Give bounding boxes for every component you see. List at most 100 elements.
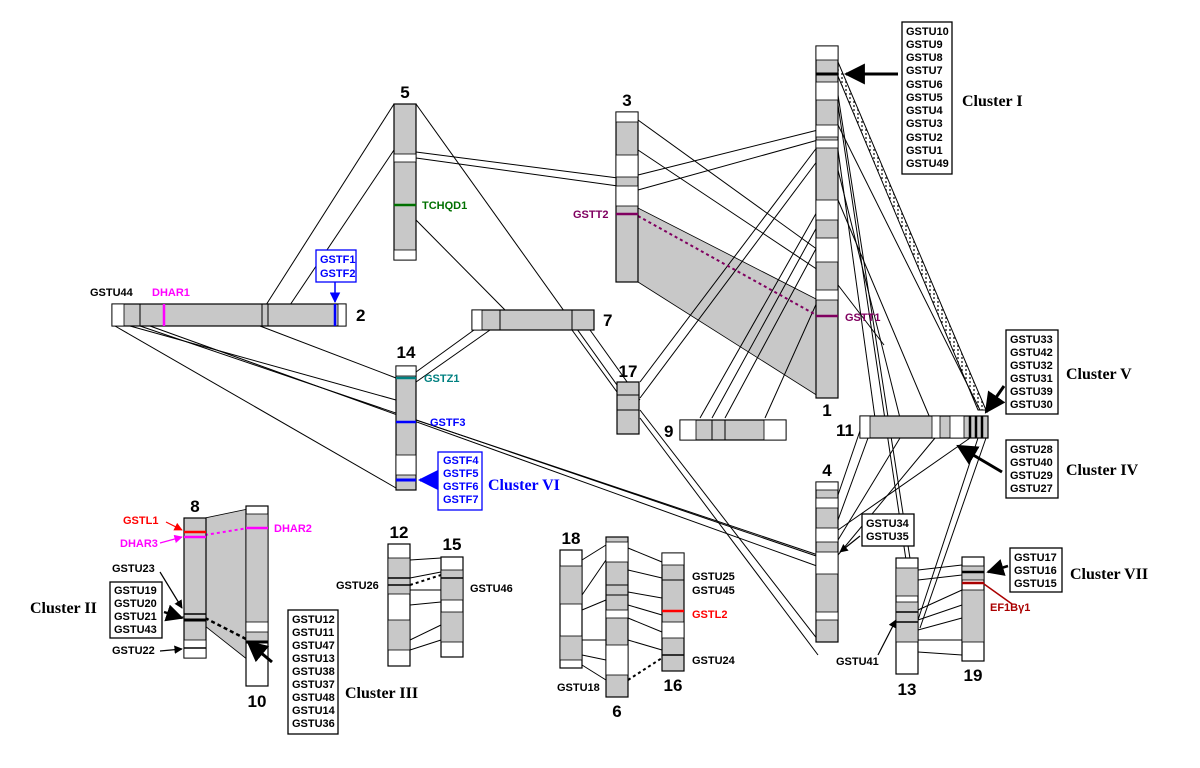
gene-dhar1: DHAR1 xyxy=(152,287,190,299)
gene-gstf3: GSTF3 xyxy=(430,417,465,429)
chr-label-13: 13 xyxy=(898,680,917,699)
cluster3-item-1: GSTU11 xyxy=(292,627,334,639)
box-gstf4567: GSTF4 GSTF5 GSTF6 GSTF7 xyxy=(437,451,483,511)
chromosome-17 xyxy=(616,381,640,435)
cluster1-item-6: GSTU4 xyxy=(906,105,944,117)
box-cluster1: GSTU10 GSTU9 GSTU8 GSTU7 GSTU6 GSTU5 GST… xyxy=(901,21,953,175)
cluster3-item-4: GSTU38 xyxy=(292,666,335,678)
cluster1-item-4: GSTU6 xyxy=(906,79,943,91)
cluster-titles: Cluster I Cluster V Cluster IV Cluster V… xyxy=(30,93,1148,702)
chromosome-2 xyxy=(111,303,347,327)
chromosome-3 xyxy=(615,111,639,283)
gene-gstu26: GSTU26 xyxy=(336,580,379,592)
gstu3435-item-1: GSTU35 xyxy=(866,531,909,543)
cluster5-item-3: GSTU31 xyxy=(1010,373,1053,385)
chromosome-18 xyxy=(559,549,583,669)
gene-gstu22: GSTU22 xyxy=(112,645,155,657)
box-gstu3435: GSTU34 GSTU35 xyxy=(861,513,915,547)
box-gstf12: GSTF1 GSTF2 xyxy=(315,249,357,283)
box-gstf4567-item-2: GSTF6 xyxy=(443,481,478,493)
cluster-2-title: Cluster II xyxy=(30,600,97,617)
chr-label-4: 4 xyxy=(822,461,832,480)
cluster1-item-2: GSTU8 xyxy=(906,52,943,64)
cluster-1-title: Cluster I xyxy=(962,93,1023,110)
box-gstf4567-item-0: GSTF4 xyxy=(443,455,479,467)
chromosome-8 xyxy=(183,517,207,659)
gene-gstu45: GSTU45 xyxy=(692,585,735,597)
box-cluster7: GSTU17 GSTU16 GSTU15 xyxy=(1009,547,1063,593)
box-gstf4567-item-3: GSTF7 xyxy=(443,494,478,506)
chr-label-7: 7 xyxy=(603,311,612,330)
cluster-3-title: Cluster III xyxy=(345,685,418,702)
box-cluster4: GSTU28 GSTU40 GSTU29 GSTU27 xyxy=(1005,439,1059,499)
chromosome-15 xyxy=(440,556,464,658)
chromosomes xyxy=(111,45,989,698)
cluster3-item-7: GSTU14 xyxy=(292,705,336,717)
gene-dhar3: DHAR3 xyxy=(120,538,158,550)
gene-gstu24: GSTU24 xyxy=(692,655,736,667)
box-gstf12-item-0: GSTF1 xyxy=(320,254,355,266)
chr-label-16: 16 xyxy=(664,676,683,695)
chr-label-14: 14 xyxy=(397,343,416,362)
cluster3-item-3: GSTU13 xyxy=(292,653,335,665)
gene-gstu25: GSTU25 xyxy=(692,571,735,583)
gene-gstu46: GSTU46 xyxy=(470,583,513,595)
chr-label-11: 11 xyxy=(836,421,854,440)
cluster1-item-8: GSTU2 xyxy=(906,132,943,144)
chr-label-17: 17 xyxy=(619,362,638,381)
chr-label-2: 2 xyxy=(356,306,365,325)
cluster-5-title: Cluster V xyxy=(1066,366,1132,383)
chr-label-9: 9 xyxy=(664,422,673,441)
cluster1-item-5: GSTU5 xyxy=(906,92,943,104)
gene-gstu18: GSTU18 xyxy=(557,682,600,694)
cluster1-item-1: GSTU9 xyxy=(906,39,943,51)
cluster5-item-0: GSTU33 xyxy=(1010,334,1053,346)
gene-gstt2: GSTT2 xyxy=(573,209,608,221)
box-gstf4567-item-1: GSTF5 xyxy=(443,468,478,480)
cluster1-item-3: GSTU7 xyxy=(906,65,943,77)
gene-gstu41: GSTU41 xyxy=(836,656,879,668)
cluster1-item-7: GSTU3 xyxy=(906,118,943,130)
chr-label-3: 3 xyxy=(622,91,631,110)
chr-label-12: 12 xyxy=(390,523,409,542)
cluster-4-title: Cluster IV xyxy=(1066,462,1139,479)
gene-gstu23: GSTU23 xyxy=(112,563,155,575)
gene-ef1b: EF1Bγ1 xyxy=(990,602,1030,614)
box-gstf12-item-1: GSTF2 xyxy=(320,268,355,280)
chromosome-19 xyxy=(961,556,985,662)
synteny-shading xyxy=(204,61,987,661)
cluster3-item-0: GSTU12 xyxy=(292,614,335,626)
chr-label-1: 1 xyxy=(822,401,831,420)
cluster-6-title: Cluster VI xyxy=(488,477,560,494)
chromosome-16 xyxy=(661,552,685,672)
cluster2-item-2: GSTU21 xyxy=(114,611,157,623)
cluster7-item-0: GSTU17 xyxy=(1014,552,1057,564)
cluster1-item-0: GSTU10 xyxy=(906,26,949,38)
chr-label-8: 8 xyxy=(190,497,199,516)
chr-label-6: 6 xyxy=(612,702,621,721)
cluster5-item-1: GSTU42 xyxy=(1010,347,1053,359)
cluster4-item-1: GSTU40 xyxy=(1010,457,1053,469)
gstu3435-item-0: GSTU34 xyxy=(866,518,910,530)
cluster4-item-2: GSTU29 xyxy=(1010,470,1053,482)
chromosome-labels: 5 3 1 2 7 14 17 9 11 4 8 10 12 15 18 6 1… xyxy=(190,83,982,721)
chromosome-14 xyxy=(395,365,417,491)
gene-gstl1: GSTL1 xyxy=(123,515,158,527)
cluster4-item-0: GSTU28 xyxy=(1010,444,1053,456)
cluster-7-title: Cluster VII xyxy=(1070,566,1148,583)
gene-labels: GSTU44 DHAR1 TCHQD1 GSTT2 GSTT1 GSTZ1 GS… xyxy=(90,200,1030,694)
gene-dhar2: DHAR2 xyxy=(274,523,312,535)
chromosome-1 xyxy=(815,45,839,399)
box-cluster2: GSTU19 GSTU20 GSTU21 GSTU43 xyxy=(109,581,163,639)
cluster2-item-1: GSTU20 xyxy=(114,598,157,610)
chr-label-5: 5 xyxy=(400,83,409,102)
chromosome-10 xyxy=(245,505,269,687)
cluster3-item-2: GSTU47 xyxy=(292,640,335,652)
gene-gstt1: GSTT1 xyxy=(845,312,880,324)
chromosome-4 xyxy=(815,481,839,643)
gene-gstu44: GSTU44 xyxy=(90,287,134,299)
cluster1-item-9: GSTU1 xyxy=(906,145,943,157)
chr-label-18: 18 xyxy=(562,529,581,548)
chromosome-12 xyxy=(387,543,411,667)
